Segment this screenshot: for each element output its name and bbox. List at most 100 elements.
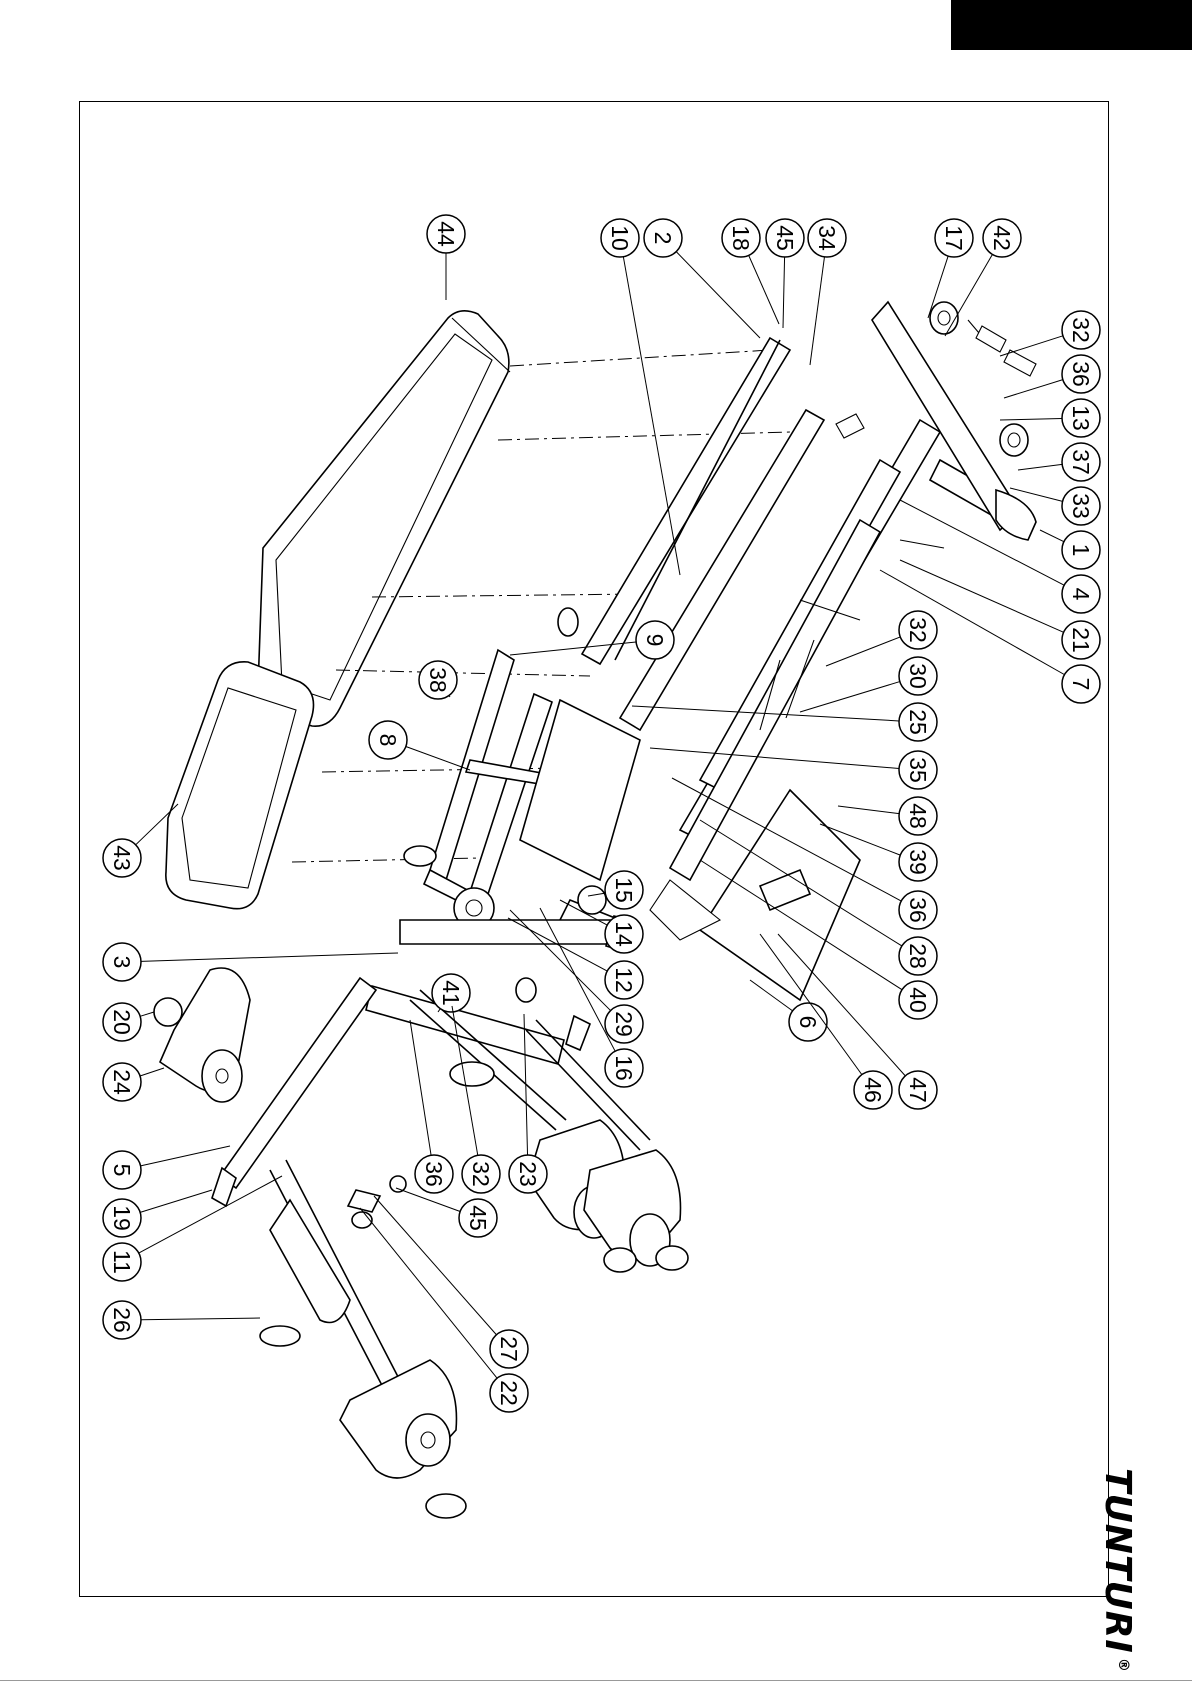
leader-line — [810, 257, 824, 365]
callout-label: 18 — [728, 225, 754, 251]
callout-label: 2 — [650, 232, 676, 245]
callout-34: 34 — [808, 219, 846, 365]
callout-label: 1 — [1068, 544, 1094, 557]
leader-line — [1040, 530, 1064, 542]
callout-label: 29 — [611, 1011, 637, 1037]
callout-label: 14 — [611, 921, 637, 947]
leader-line — [826, 637, 900, 666]
leader-line — [140, 1012, 154, 1016]
callout-1: 1 — [1040, 530, 1100, 569]
leader-line — [1018, 464, 1062, 470]
callout-label: 32 — [468, 1161, 494, 1187]
callout-label: 8 — [375, 734, 401, 747]
leader-line — [510, 642, 636, 655]
callout-label: 48 — [905, 803, 931, 829]
callout-label: 45 — [772, 225, 798, 251]
leader-line — [623, 257, 680, 575]
leader-line — [778, 934, 905, 1076]
back-pad-44 — [258, 311, 510, 726]
callout-label: 39 — [905, 849, 931, 875]
callout-label: 10 — [607, 225, 633, 251]
callout-26: 26 — [103, 1301, 260, 1339]
callout-37: 37 — [1018, 443, 1100, 481]
rollers — [154, 968, 688, 1518]
callout-label: 26 — [109, 1307, 135, 1333]
callout-label: 43 — [109, 845, 135, 871]
callout-label: 40 — [905, 987, 931, 1013]
leader-line — [945, 254, 992, 336]
leader-line — [1000, 336, 1063, 356]
callout-label: 30 — [905, 663, 931, 689]
leader-line — [141, 1318, 260, 1320]
callout-label: 45 — [465, 1205, 491, 1231]
leader-line — [139, 1176, 282, 1253]
callout-label: 13 — [1068, 405, 1094, 431]
main-frame — [582, 302, 1036, 880]
callout-label: 3 — [109, 956, 135, 969]
callout-8: 8 — [369, 721, 470, 770]
leader-line — [1000, 418, 1062, 420]
callout-38: 38 — [419, 661, 457, 699]
callout-label: 44 — [433, 221, 459, 247]
seat-pad-43 — [166, 662, 314, 909]
leader-line — [1004, 380, 1063, 398]
callout-label: 4 — [1068, 588, 1094, 601]
callout-35: 35 — [650, 748, 937, 789]
leader-line — [676, 252, 760, 338]
callout-25: 25 — [632, 703, 937, 741]
callout-label: 11 — [109, 1250, 135, 1274]
callout-label: 7 — [1068, 678, 1094, 691]
leader-line — [783, 257, 785, 328]
leader-line — [140, 1068, 164, 1076]
leader-line — [900, 500, 1064, 585]
callout-label: 36 — [1068, 361, 1094, 387]
callout-label: 24 — [109, 1069, 135, 1095]
callout-label: 22 — [496, 1380, 522, 1406]
callout-label: 47 — [905, 1077, 931, 1103]
callout-label: 17 — [941, 225, 967, 251]
callout-label: 37 — [1068, 449, 1094, 475]
callout-45: 45 — [766, 219, 804, 328]
callout-label: 5 — [109, 1164, 135, 1177]
callout-label: 32 — [905, 617, 931, 643]
callout-label: 28 — [905, 943, 931, 969]
leader-line — [749, 255, 779, 324]
callout-label: 36 — [905, 897, 931, 923]
callout-48: 48 — [838, 797, 937, 835]
leader-line — [650, 748, 899, 768]
callout-41: 41 — [432, 974, 470, 1012]
callout-5: 5 — [103, 1146, 230, 1189]
leader-line — [141, 1146, 230, 1166]
leader-line — [140, 1190, 212, 1212]
callout-label: 35 — [905, 757, 931, 783]
callout-45b: 45 — [396, 1188, 497, 1237]
callout-label: 15 — [611, 877, 637, 903]
callout-label: 16 — [611, 1055, 637, 1081]
callout-label: 33 — [1068, 493, 1094, 519]
callout-label: 36 — [421, 1161, 447, 1187]
leader-line — [800, 682, 900, 712]
leader-line — [406, 747, 470, 770]
callout-24: 24 — [103, 1063, 164, 1101]
leader-line — [410, 1020, 431, 1155]
callout-label: 23 — [515, 1161, 541, 1187]
callout-44: 44 — [427, 215, 465, 300]
callout-label: 25 — [905, 709, 931, 735]
brand-name: TUNTURI — [1097, 1468, 1138, 1654]
callout-label: 32 — [1068, 317, 1094, 343]
registered-mark: ® — [1115, 1658, 1131, 1673]
callout-label: 20 — [109, 1009, 135, 1035]
callout-label: 12 — [611, 967, 637, 993]
tunturi-logo: TUNTURI ® — [1097, 1468, 1138, 1673]
callout-label: 34 — [814, 225, 840, 251]
callout-label: 6 — [795, 1016, 821, 1029]
callout-36b: 36 — [410, 1020, 453, 1193]
callout-19: 19 — [103, 1190, 212, 1237]
callout-20: 20 — [103, 1003, 154, 1041]
callout-label: 46 — [860, 1077, 886, 1103]
callout-label: 27 — [496, 1336, 522, 1362]
leader-line — [838, 806, 899, 814]
callout-label: 41 — [438, 980, 464, 1006]
callout-32: 32 — [1000, 311, 1100, 356]
